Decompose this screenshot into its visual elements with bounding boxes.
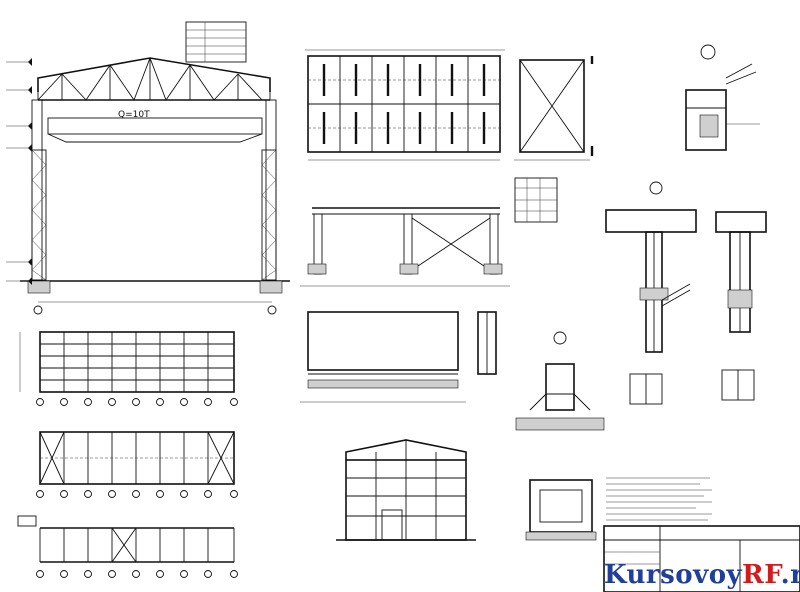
axis-marker-b [267,305,277,315]
crane-bridge [47,117,263,135]
bracing-plan-2 [36,431,238,498]
end-wall-door [381,509,403,541]
section-1-1 [715,211,767,401]
detail-2 [605,181,697,405]
detail-3-marker [553,331,567,345]
detail-1 [685,44,760,151]
notes-block [606,477,712,527]
bracing-elevation [514,56,594,161]
detail-2-marker [649,181,663,195]
crane-bridge-bottom [47,133,263,143]
end-wall-elevation [336,439,476,541]
left-column-lacing [31,149,47,281]
detail-2-truss [605,209,697,233]
crane-capacity-label: Q=10T [118,110,150,120]
brand-watermark: KursovoyRF.ru [604,558,800,592]
right-foundation [259,280,283,294]
roof-plan [305,49,505,161]
left-foundation [27,280,51,294]
brand-part-1: Kursovoy [604,560,743,590]
brand-part-3: .ru [780,560,800,590]
truss-top-chord [37,57,271,92]
specification-table [514,177,558,223]
detail-1-marker [700,44,716,60]
detail-3 [515,331,605,431]
frame-cross-section [6,57,290,315]
brand-part-2: RF [742,560,781,590]
right-column-lacing [261,149,277,281]
right-column-upper [265,99,277,281]
section-2-2 [525,479,597,541]
bracing-plan-3 [17,515,238,578]
elevation-arrows [28,58,32,285]
revision-stamp [185,21,247,63]
longitudinal-elevation [300,207,510,287]
left-column-upper [31,99,43,281]
bracing-plan-1 [19,331,238,406]
right-column-lower [261,149,277,281]
elevation-marks [6,61,32,282]
truss-web [37,57,271,101]
axis-marker-a [33,305,43,315]
left-column-lower [31,149,47,281]
crane-girder-elevation [300,311,497,403]
title-block [603,525,800,592]
